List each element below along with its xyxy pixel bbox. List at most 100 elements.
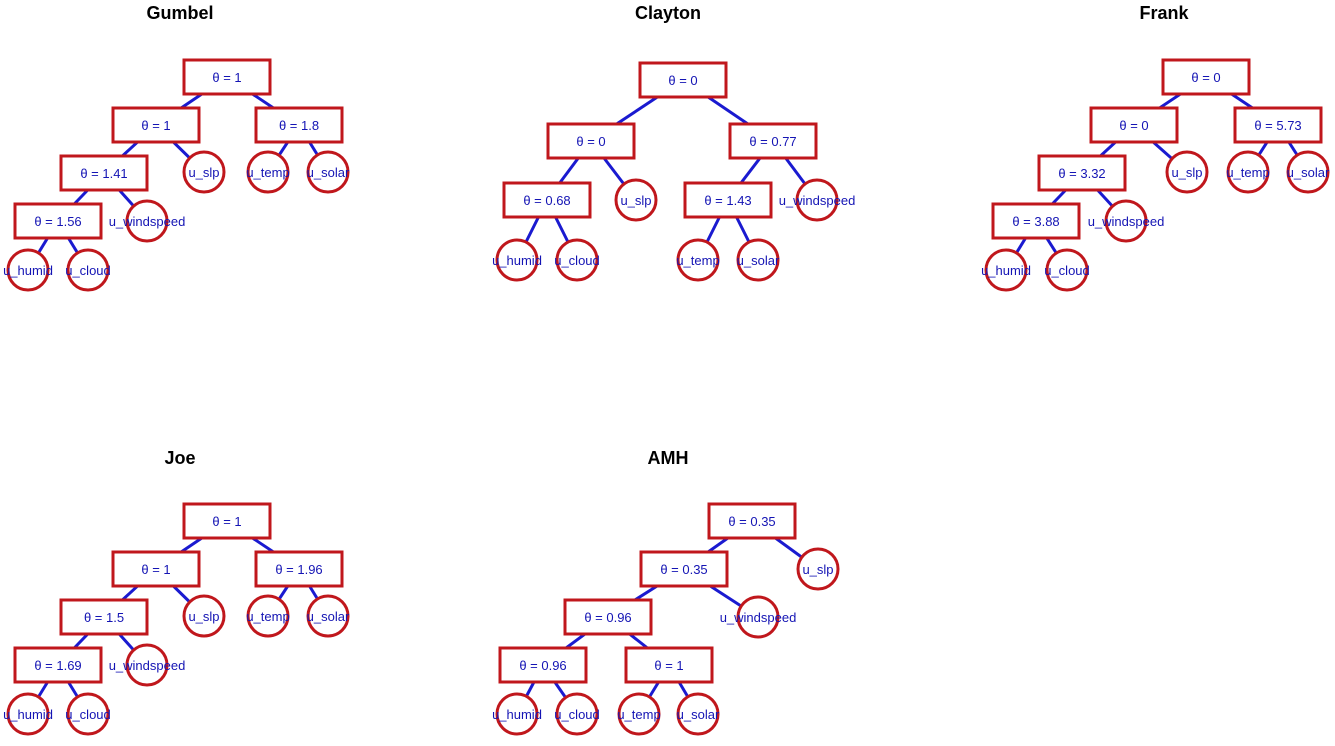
parameter-node: θ = 1: [182, 58, 272, 96]
leaf-circle: [66, 248, 110, 292]
parameter-node: θ = 1.56: [13, 202, 103, 240]
leaf-circle: [182, 594, 226, 638]
parameter-node: θ = 1.96: [254, 550, 344, 588]
leaf-label: u_solar: [737, 253, 780, 268]
leaf-circle: [246, 150, 290, 194]
leaf-circle: [1045, 248, 1089, 292]
parameter-label: θ = 1: [654, 658, 683, 673]
parameter-node: θ = 0.77: [728, 122, 818, 160]
variable-leaf: u_solar: [1286, 150, 1330, 194]
leaf-label: u_cloud: [65, 707, 111, 722]
leaf-circle: [1226, 150, 1270, 194]
leaf-circle: [495, 692, 539, 736]
variable-leaf: u_temp: [676, 238, 720, 282]
parameter-label: θ = 1.56: [34, 214, 81, 229]
parameter-node: θ = 0.35: [707, 502, 797, 540]
tree-title: Frank: [1139, 3, 1189, 23]
tree-title: AMH: [648, 448, 689, 468]
variable-leaf: u_slp: [1165, 150, 1209, 194]
leaf-label: u_windspeed: [779, 193, 856, 208]
leaf-label: u_humid: [3, 707, 53, 722]
variable-leaf: u_slp: [796, 547, 840, 591]
parameter-node: θ = 0.68: [502, 181, 592, 219]
variable-leaf: u_cloud: [554, 692, 600, 736]
leaf-label: u_slp: [1171, 165, 1202, 180]
leaf-label: u_temp: [246, 165, 289, 180]
leaf-circle: [1104, 199, 1148, 243]
parameter-node: θ = 1: [111, 106, 201, 144]
leaf-circle: [736, 595, 780, 639]
parameter-label: θ = 0.96: [519, 658, 566, 673]
parameter-label: θ = 0: [1191, 70, 1220, 85]
tree-title: Joe: [164, 448, 195, 468]
leaf-label: u_solar: [677, 707, 720, 722]
parameter-box: [182, 502, 272, 540]
parameter-node: θ = 1.41: [59, 154, 149, 192]
parameter-box: [638, 61, 728, 99]
variable-leaf: u_humid: [981, 248, 1031, 292]
parameter-box: [1161, 58, 1251, 96]
parameter-box: [639, 550, 729, 588]
leaf-label: u_slp: [188, 609, 219, 624]
leaf-label: u_humid: [492, 253, 542, 268]
tree-clayton: Clayton θ = 0 θ = 0 θ = 0.77 θ = 0.68 θ = 1.4…: [492, 3, 856, 282]
parameter-box: [13, 202, 103, 240]
variable-leaf: u_temp: [1226, 150, 1270, 194]
parameter-box: [111, 106, 201, 144]
leaf-circle: [1286, 150, 1330, 194]
parameter-box: [254, 550, 344, 588]
parameter-box: [624, 646, 714, 684]
leaf-circle: [617, 692, 661, 736]
parameter-label: θ = 3.88: [1012, 214, 1059, 229]
leaf-label: u_temp: [246, 609, 289, 624]
leaf-label: u_cloud: [554, 707, 600, 722]
parameter-box: [546, 122, 636, 160]
leaf-circle: [676, 692, 720, 736]
variable-leaf: u_temp: [246, 594, 290, 638]
leaf-label: u_windspeed: [720, 610, 797, 625]
variable-leaf: u_windspeed: [1088, 199, 1164, 243]
leaf-circle: [495, 238, 539, 282]
parameter-label: θ = 0.96: [584, 610, 631, 625]
parameter-label: θ = 1.69: [34, 658, 81, 673]
leaf-circle: [676, 238, 720, 282]
parameter-node: θ = 1.69: [13, 646, 103, 684]
variable-leaf: u_cloud: [65, 692, 111, 736]
parameter-label: θ = 0: [576, 134, 605, 149]
variable-leaf: u_windspeed: [109, 643, 185, 687]
leaf-circle: [6, 692, 50, 736]
parameter-label: θ = 1: [212, 514, 241, 529]
leaf-circle: [1165, 150, 1209, 194]
leaf-circle: [736, 238, 780, 282]
variable-leaf: u_temp: [617, 692, 661, 736]
variable-leaf: u_temp: [246, 150, 290, 194]
parameter-node: θ = 3.32: [1037, 154, 1127, 192]
variable-leaf: u_slp: [182, 594, 226, 638]
parameter-label: θ = 0: [668, 73, 697, 88]
parameter-label: θ = 1.43: [704, 193, 751, 208]
tree-title: Clayton: [635, 3, 701, 23]
variable-leaf: u_solar: [306, 150, 350, 194]
parameter-label: θ = 5.73: [1254, 118, 1301, 133]
leaf-label: u_cloud: [65, 263, 111, 278]
variable-leaf: u_solar: [306, 594, 350, 638]
leaf-circle: [614, 178, 658, 222]
parameter-node: θ = 0.96: [563, 598, 653, 636]
parameter-box: [1037, 154, 1127, 192]
variable-leaf: u_solar: [676, 692, 720, 736]
leaf-label: u_humid: [3, 263, 53, 278]
leaf-label: u_solar: [307, 609, 350, 624]
parameter-label: θ = 1.96: [275, 562, 322, 577]
variable-leaf: u_slp: [182, 150, 226, 194]
leaf-label: u_temp: [617, 707, 660, 722]
leaf-label: u_cloud: [554, 253, 600, 268]
variable-leaf: u_cloud: [554, 238, 600, 282]
variable-leaf: u_cloud: [65, 248, 111, 292]
variable-leaf: u_slp: [614, 178, 658, 222]
leaf-circle: [306, 594, 350, 638]
leaf-label: u_slp: [188, 165, 219, 180]
leaf-circle: [6, 248, 50, 292]
parameter-box: [502, 181, 592, 219]
